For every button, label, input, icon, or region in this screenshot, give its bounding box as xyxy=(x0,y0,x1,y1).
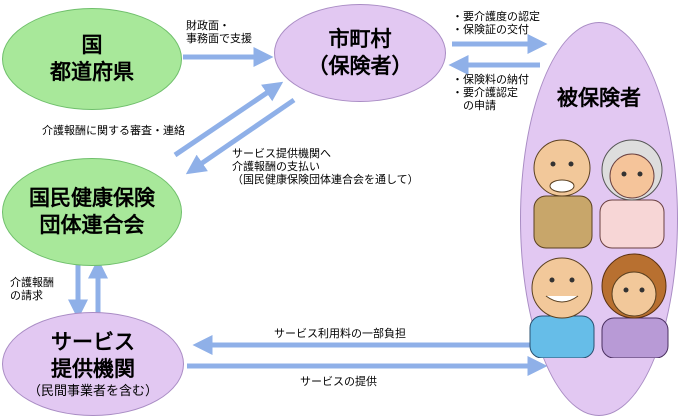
certification-line1: ・要介護度の認定 xyxy=(452,10,540,23)
provider-node: サービス 提供機関 （民間事業者を含む） xyxy=(2,312,184,416)
fiscal-support-line1: 財政面・ xyxy=(186,19,230,32)
premium-line2: ・要介護認定 xyxy=(452,86,518,99)
arrow-federation-to-municipality xyxy=(173,81,284,158)
claim-line1: 介護報酬 xyxy=(10,276,54,289)
arrow-municipality-to-federation xyxy=(185,97,296,175)
provider-line1: サービス xyxy=(51,329,135,354)
elderly-woman-illustration xyxy=(599,139,665,249)
premium-label: ・保険料の納付 ・要介護認定 の申請 xyxy=(452,73,529,112)
premium-line3: の申請 xyxy=(452,99,496,112)
provider-line2: 提供機関 xyxy=(51,356,135,381)
payment-line1: サービス提供機関へ xyxy=(232,147,331,160)
federation-node: 国民健康保険 団体連合会 xyxy=(2,158,182,266)
fiscal-support-line2: 事務面で支援 xyxy=(186,32,252,45)
payment-line3: （国民健康保険団体連合会を通して） xyxy=(232,173,419,186)
payment-label: サービス提供機関へ 介護報酬の支払い （国民健康保険団体連合会を通して） xyxy=(232,147,419,186)
prefecture-node: 国 都道府県 xyxy=(2,8,182,110)
insured-node: 被保険者 xyxy=(520,22,678,416)
elderly-people-illustration xyxy=(529,139,669,358)
elderly-man-illustration xyxy=(533,139,593,249)
municipality-line2: （保険者） xyxy=(307,54,413,78)
claim-label: 介護報酬 の請求 xyxy=(10,276,54,302)
municipality-line1: 市町村 xyxy=(328,27,392,51)
review-label: 介護報酬に関する審査・連絡 xyxy=(42,124,185,137)
prefecture-line2: 都道府県 xyxy=(50,60,134,84)
service-label: サービスの提供 xyxy=(300,375,377,388)
claim-line2: の請求 xyxy=(10,289,43,302)
certification-label: ・要介護度の認定 ・保険証の交付 xyxy=(452,10,540,36)
federation-line2: 団体連合会 xyxy=(39,213,145,237)
provider-line3: （民間事業者を含む） xyxy=(27,383,158,399)
fiscal-support-label: 財政面・ 事務面で支援 xyxy=(186,19,252,45)
certification-line2: ・保険証の交付 xyxy=(452,23,529,36)
man-illustration xyxy=(529,257,595,358)
municipality-node: 市町村 （保険者） xyxy=(274,4,446,102)
insured-title: 被保険者 xyxy=(557,86,641,110)
copay-label: サービス利用料の一部負担 xyxy=(274,327,406,340)
woman-illustration xyxy=(601,253,669,358)
payment-line2: 介護報酬の支払い xyxy=(232,160,320,173)
federation-line1: 国民健康保険 xyxy=(29,186,155,210)
prefecture-line1: 国 xyxy=(81,33,103,57)
premium-line1: ・保険料の納付 xyxy=(452,73,529,86)
